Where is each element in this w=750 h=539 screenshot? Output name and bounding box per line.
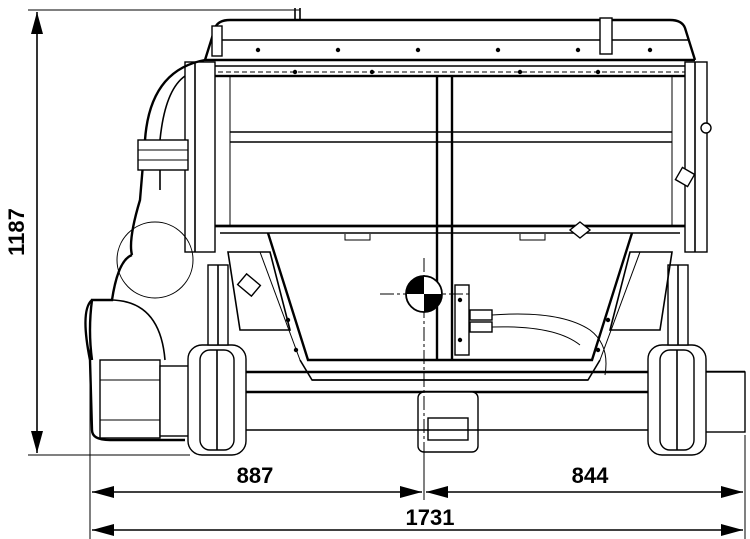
left-intake-hose: [84, 58, 206, 442]
arrowhead-top: [31, 12, 43, 34]
left-wheel: [187, 264, 247, 456]
right-track-label: 844: [572, 463, 609, 488]
arrowhead-bottom: [31, 431, 43, 453]
center-pivot: [417, 391, 479, 453]
hydraulic-block: [454, 284, 607, 376]
right-wheel: [647, 264, 707, 456]
center-of-gravity-symbol: [380, 258, 470, 470]
total-width-label: 1731: [406, 505, 455, 530]
lower-hopper: [259, 232, 641, 381]
brackets: [227, 251, 673, 331]
hopper-body: [184, 61, 712, 360]
left-track-label: 887: [237, 463, 274, 488]
height-dimension-label: 1187: [4, 208, 29, 256]
height-dimension: 1187: [4, 9, 300, 456]
bolts: [255, 47, 653, 353]
machine-outline: [84, 8, 746, 470]
width-dimensions: 887 844 1731: [89, 330, 746, 539]
hopper-lid: [203, 8, 697, 73]
